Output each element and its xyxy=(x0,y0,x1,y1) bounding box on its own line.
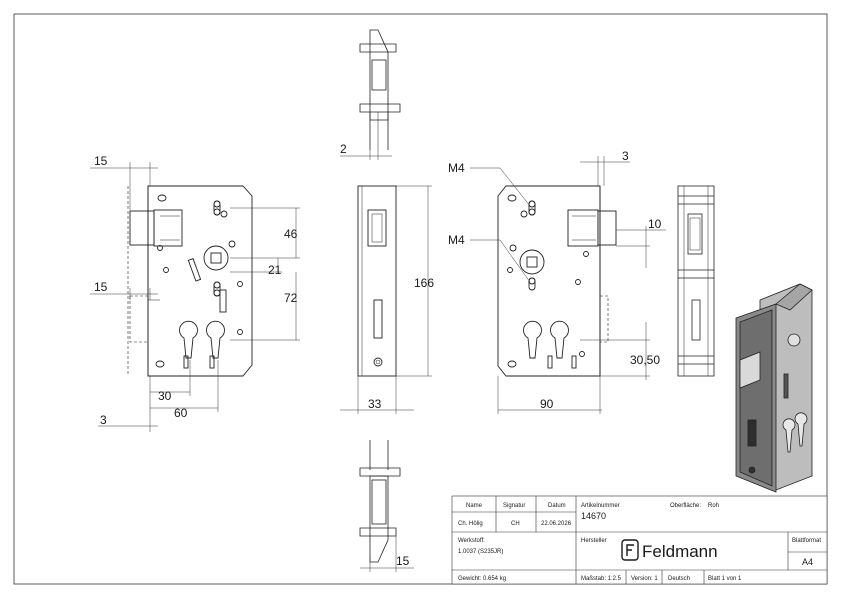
tb-header-datum: Datum xyxy=(548,503,566,509)
dim-30-50: 30,50 xyxy=(630,353,660,367)
tb-blattformat-value: A4 xyxy=(802,557,813,567)
tb-blatt: Blatt 1 von 1 xyxy=(708,576,742,582)
dim-3-right: 3 xyxy=(622,149,629,163)
top-view xyxy=(359,29,401,150)
tb-header-signatur: Signatur xyxy=(503,503,525,509)
tb-signatur: CH xyxy=(511,521,520,527)
dim-166: 166 xyxy=(414,276,434,290)
thread-m4-upper: M4 xyxy=(448,161,465,175)
tb-artikel-value: 14670 xyxy=(581,511,606,521)
thread-m4-lower: M4 xyxy=(448,233,465,247)
tb-header-name: Name xyxy=(466,503,483,509)
tb-sprache: Deutsch xyxy=(668,576,690,582)
dim-21: 21 xyxy=(268,263,282,277)
tb-version: Version: 1 xyxy=(631,576,658,582)
dim-72: 72 xyxy=(284,291,298,305)
tb-werkstoff-label: Werkstoff: xyxy=(458,538,485,544)
side-view xyxy=(677,185,715,377)
front-view-right-dimensions xyxy=(470,156,666,414)
dimension-labels: 15 15 46 21 72 30 60 3 2 166 33 15 M4 M4… xyxy=(94,142,662,568)
title-block-text: Name Signatur Datum Ch. Hölig CH 22.06.2… xyxy=(458,503,821,582)
tb-name: Ch. Hölig xyxy=(458,521,483,527)
tb-blattformat-label: Blattformat xyxy=(792,538,821,544)
tb-hersteller-label: Hersteller xyxy=(581,538,607,544)
isometric-view xyxy=(735,283,813,493)
tb-oberflaeche-label: Oberfläche: xyxy=(670,503,701,509)
tb-gewicht: Gewicht: 0.654 kg xyxy=(458,576,506,582)
front-view-left xyxy=(127,185,253,377)
tb-datum: 22.06.2026 xyxy=(541,521,572,527)
title-block xyxy=(451,495,828,585)
dim-30: 30 xyxy=(158,389,172,403)
bottom-view-dimensions xyxy=(360,536,414,572)
dim-15-mid: 15 xyxy=(94,280,108,294)
dim-15-top: 15 xyxy=(94,154,108,168)
dim-60: 60 xyxy=(174,406,188,420)
dim-46: 46 xyxy=(284,227,298,241)
dim-15-bottom: 15 xyxy=(396,554,410,568)
dim-10: 10 xyxy=(648,217,662,231)
front-view-right xyxy=(497,185,617,377)
tb-brand: Feldmann xyxy=(642,542,718,561)
dim-3-left: 3 xyxy=(100,413,107,427)
front-view-left-dimensions xyxy=(90,162,300,432)
tb-massstab: Maßstab: 1:2.5 xyxy=(581,576,622,582)
faceplate-dimensions xyxy=(340,185,432,414)
tb-artikel-label: Artikelnummer xyxy=(581,503,620,509)
dim-90: 90 xyxy=(540,397,554,411)
feldmann-logo xyxy=(621,539,639,561)
dim-33: 33 xyxy=(368,397,382,411)
bottom-view xyxy=(359,440,401,563)
sheet-frame xyxy=(13,13,828,585)
tb-oberflaeche-value: Roh xyxy=(708,503,719,509)
top-view-dimensions xyxy=(340,150,392,160)
dim-2: 2 xyxy=(340,142,347,156)
tb-werkstoff-value: 1.0037 (S235JR) xyxy=(458,549,503,555)
faceplate-view xyxy=(357,185,397,377)
